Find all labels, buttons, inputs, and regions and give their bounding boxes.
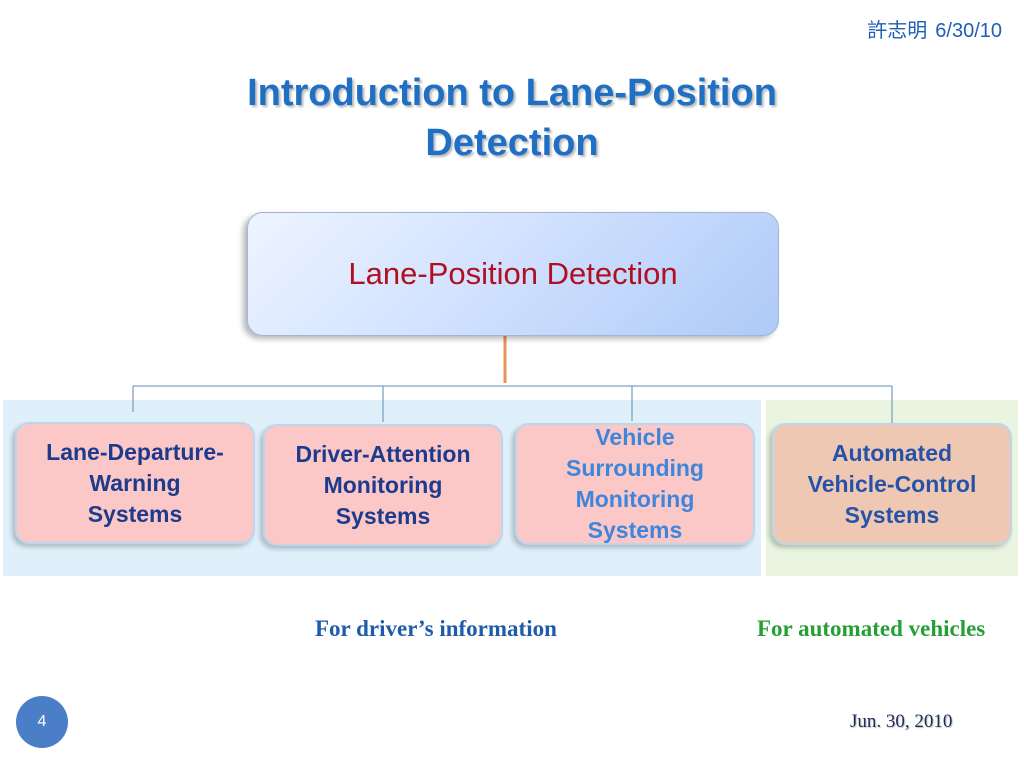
- slide-number-badge: 4: [16, 696, 68, 748]
- node-4-line-3: Systems: [844, 501, 940, 528]
- caption-automated-vehicles: For automated vehicles: [757, 616, 986, 641]
- slide-title-line-2: Detection: [425, 122, 599, 164]
- node-vehicle-surrounding-monitoring: Vehicle Surrounding Monitoring Systems: [515, 423, 755, 545]
- slide-title: Introduction to Lane-Position Detection: [0, 68, 1024, 168]
- header-meta: 許志明 6/30/10: [859, 14, 1002, 43]
- caption-driver-information: For driver’s information: [315, 616, 557, 641]
- node-2-line-2: Monitoring: [323, 471, 443, 498]
- node-1-line-3: Systems: [87, 500, 183, 527]
- slide-title-line-1: Introduction to Lane-Position: [247, 72, 777, 114]
- node-3-line-4: Systems: [587, 517, 683, 543]
- node-3-line-1: Vehicle: [595, 424, 675, 450]
- node-2-line-1: Driver-Attention: [295, 440, 471, 467]
- root-node-lane-position-detection: Lane-Position Detection: [247, 212, 779, 336]
- node-3-line-3: Monitoring: [575, 486, 695, 512]
- footer-date: Jun. 30, 2010: [850, 711, 953, 732]
- header-date: 6/30/10: [935, 20, 1002, 42]
- node-4-line-1: Automated: [831, 439, 953, 466]
- node-3-line-2: Surrounding: [566, 455, 704, 481]
- slide-number: 4: [37, 713, 47, 730]
- root-node-label: Lane-Position Detection: [348, 256, 678, 291]
- node-automated-vehicle-control: Automated Vehicle-Control Systems: [772, 423, 1012, 545]
- node-2-line-3: Systems: [335, 502, 431, 529]
- node-lane-departure-warning: Lane-Departure- Warning Systems: [15, 422, 255, 544]
- node-1-line-1: Lane-Departure-: [46, 438, 224, 465]
- node-1-line-2: Warning: [89, 469, 181, 496]
- node-driver-attention-monitoring: Driver-Attention Monitoring Systems: [263, 424, 503, 546]
- author-name: 許志明: [867, 20, 928, 42]
- node-4-line-2: Vehicle-Control: [807, 470, 977, 497]
